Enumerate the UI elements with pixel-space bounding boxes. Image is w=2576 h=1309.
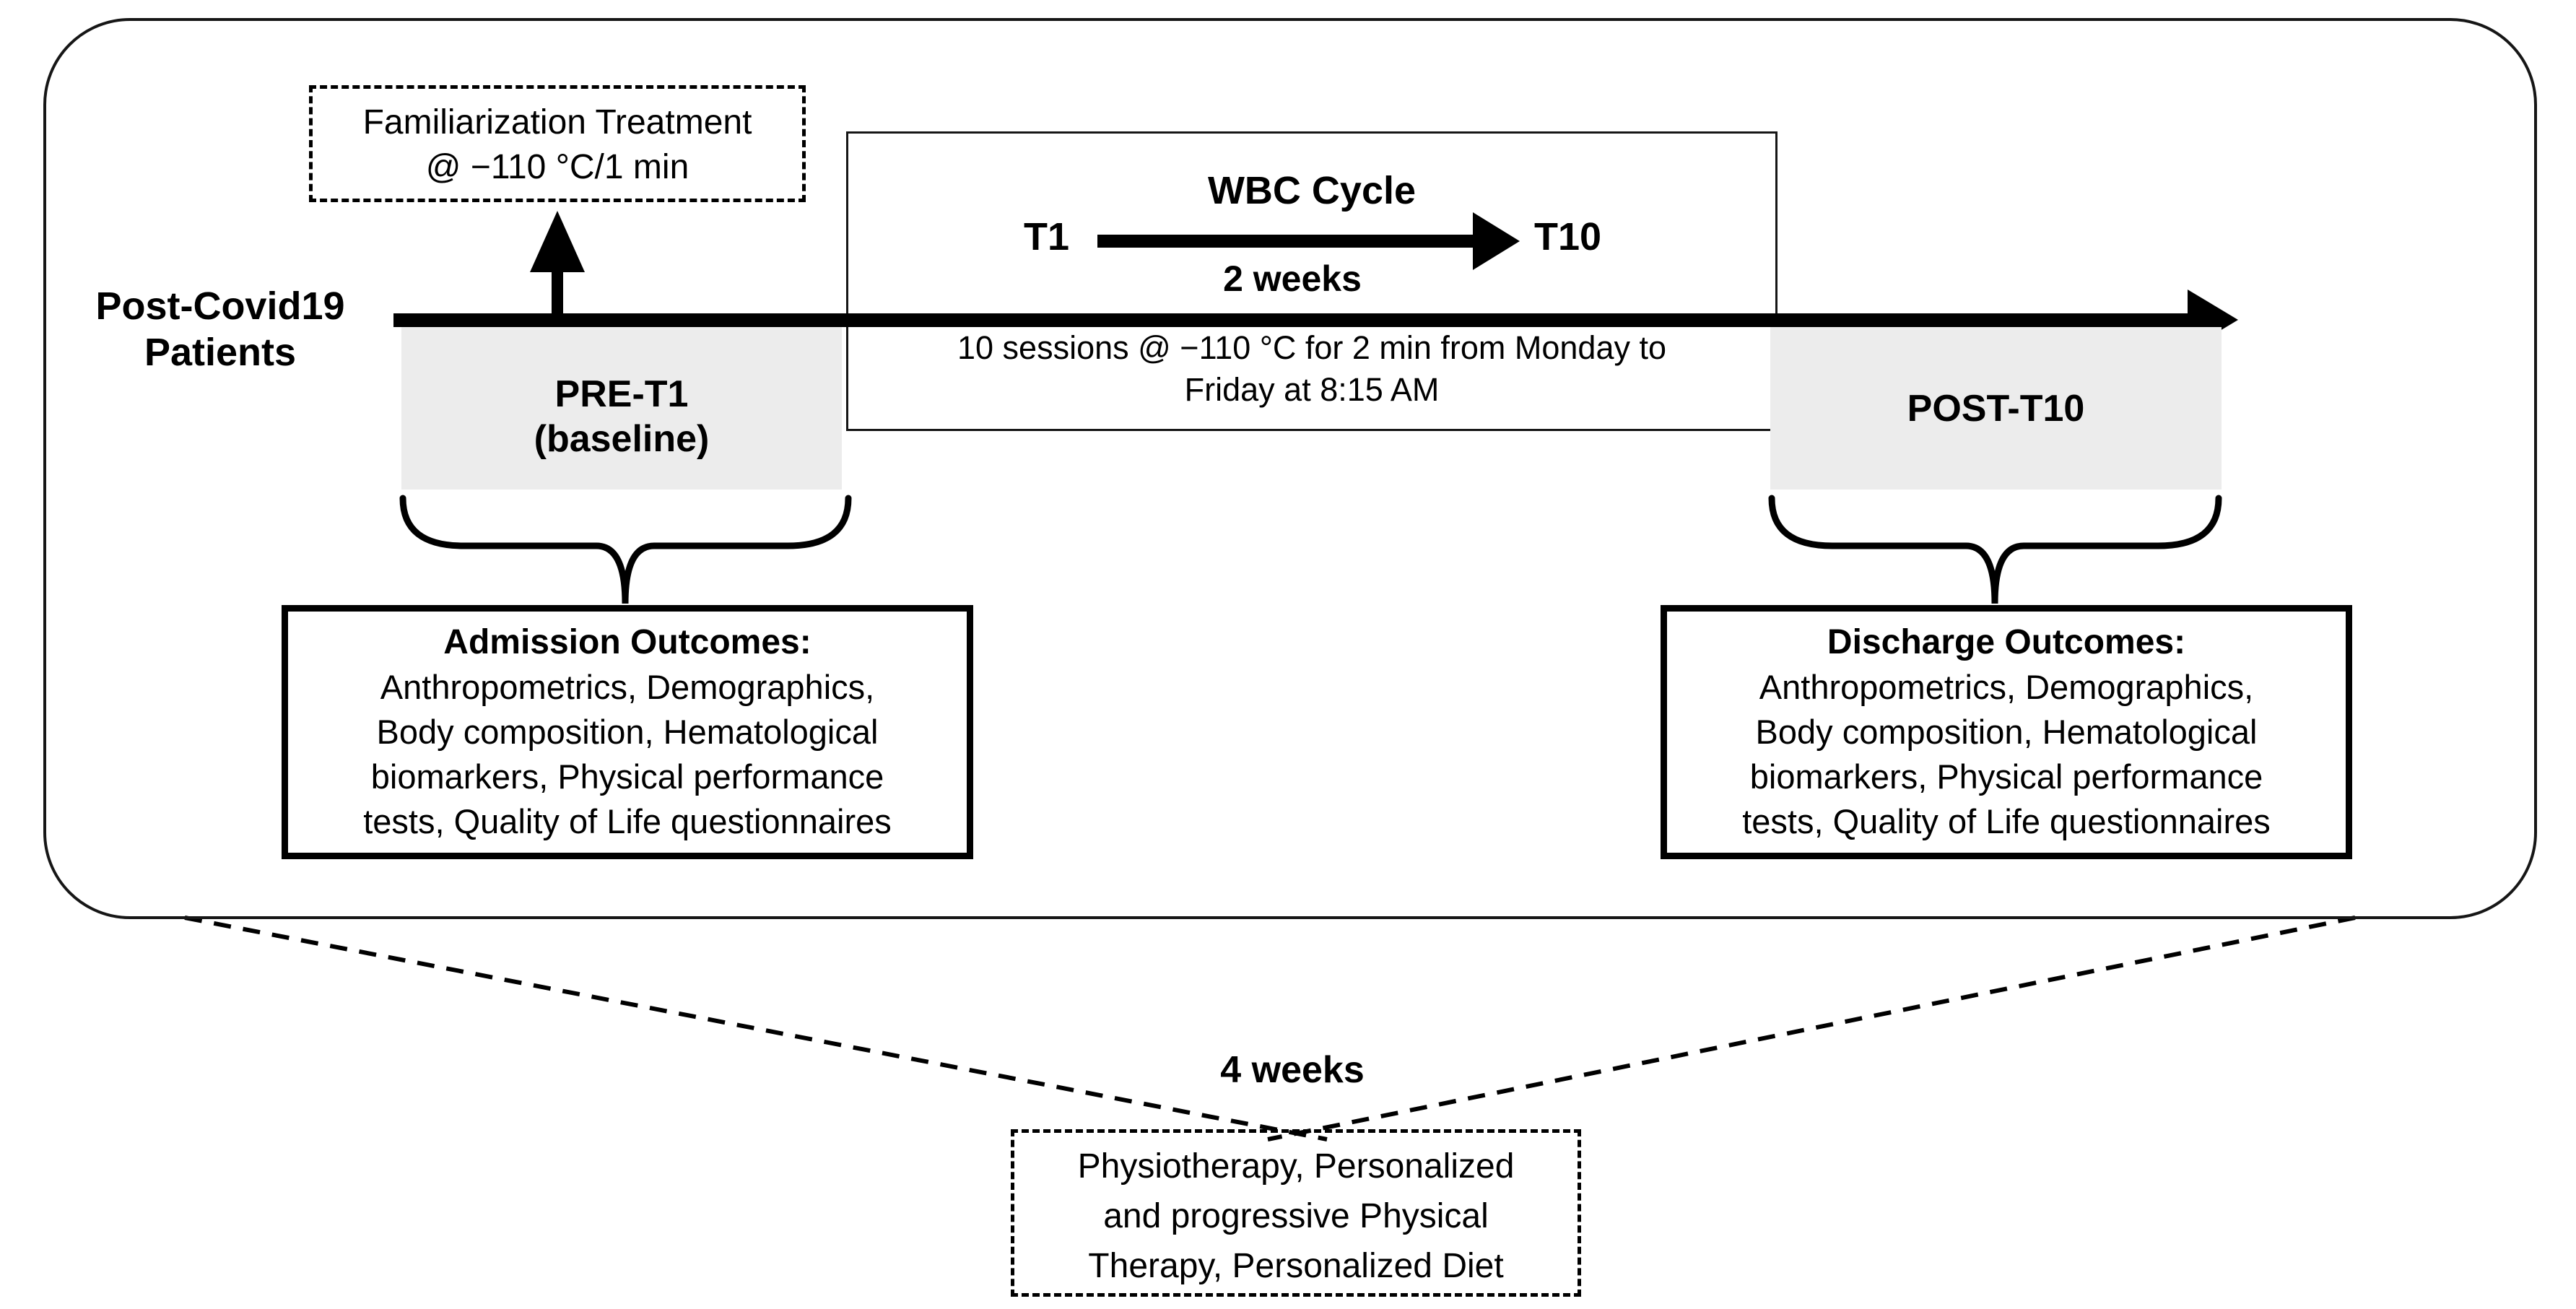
recovery-duration-label: 4 weeks [1220, 1049, 1365, 1091]
familiarization-arrow-shaft [552, 269, 563, 316]
familiarization-box: Familiarization Treatment @ −110 °C/1 mi… [309, 85, 806, 202]
patients-label: Post-Covid19 Patients [58, 283, 383, 375]
admission-outcomes-title: Admission Outcomes: [443, 623, 811, 661]
admission-outcomes-line: Body composition, Hematological [376, 713, 879, 751]
pre-t1-line1: PRE-T1 [554, 373, 689, 415]
brace-left [399, 495, 852, 604]
brace-right [1768, 495, 2222, 604]
wbc-sessions-line2: Friday at 8:15 AM [1184, 371, 1440, 408]
wbc-sessions-line1: 10 sessions @ −110 °C for 2 min from Mon… [957, 329, 1667, 366]
wbc-cycle-title: WBC Cycle [1207, 169, 1417, 212]
recovery-box: Physiotherapy, Personalized and progress… [1011, 1129, 1581, 1297]
post-t10-label: POST-T10 [1907, 387, 2085, 430]
patients-label-line2: Patients [144, 331, 297, 374]
pre-t1-line2: (baseline) [534, 418, 710, 460]
familiarization-arrowhead-icon [530, 211, 585, 272]
familiarization-line2: @ −110 °C/1 min [425, 148, 689, 186]
discharge-outcomes-line: tests, Quality of Life questionnaires [1742, 802, 2271, 840]
wbc-end-label: T10 [1534, 215, 1602, 258]
admission-outcomes-line: biomarkers, Physical performance [370, 757, 884, 796]
wbc-arrow-shaft [1097, 235, 1473, 248]
admission-outcomes-line: tests, Quality of Life questionnaires [363, 802, 892, 840]
admission-outcomes-box: Admission Outcomes: Anthropometrics, Dem… [282, 605, 973, 859]
discharge-outcomes-line: biomarkers, Physical performance [1749, 757, 2263, 796]
pre-t1-box: PRE-T1 (baseline) [401, 327, 842, 490]
discharge-outcomes-title: Discharge Outcomes: [1827, 623, 2186, 661]
familiarization-line1: Familiarization Treatment [362, 103, 752, 142]
timeline-arrow-shaft [393, 313, 2191, 327]
wbc-sessions-text: 10 sessions @ −110 °C for 2 min from Mon… [848, 327, 1775, 411]
recovery-line1: Physiotherapy, Personalized [1077, 1147, 1515, 1186]
wbc-start-label: T1 [1024, 215, 1070, 258]
dashed-connector-right [1267, 916, 2356, 1141]
wbc-arrowhead-icon [1473, 212, 1520, 270]
timeline-container [43, 18, 2537, 919]
discharge-outcomes-line: Body composition, Hematological [1755, 713, 2258, 751]
wbc-cycle-box: WBC Cycle T1 T10 2 weeks 10 sessions @ −… [846, 131, 1777, 431]
discharge-outcomes-box: Discharge Outcomes: Anthropometrics, Dem… [1661, 605, 2352, 859]
recovery-line2: and progressive Physical [1103, 1197, 1489, 1235]
post-t10-box: POST-T10 [1770, 327, 2222, 490]
wbc-duration-label: 2 weeks [1223, 258, 1362, 299]
admission-outcomes-line: Anthropometrics, Demographics, [380, 668, 875, 706]
patients-label-line1: Post-Covid19 [95, 284, 345, 328]
discharge-outcomes-line: Anthropometrics, Demographics, [1759, 668, 2254, 706]
recovery-line3: Therapy, Personalized Diet [1088, 1247, 1504, 1285]
dashed-connector-left [184, 916, 1328, 1141]
